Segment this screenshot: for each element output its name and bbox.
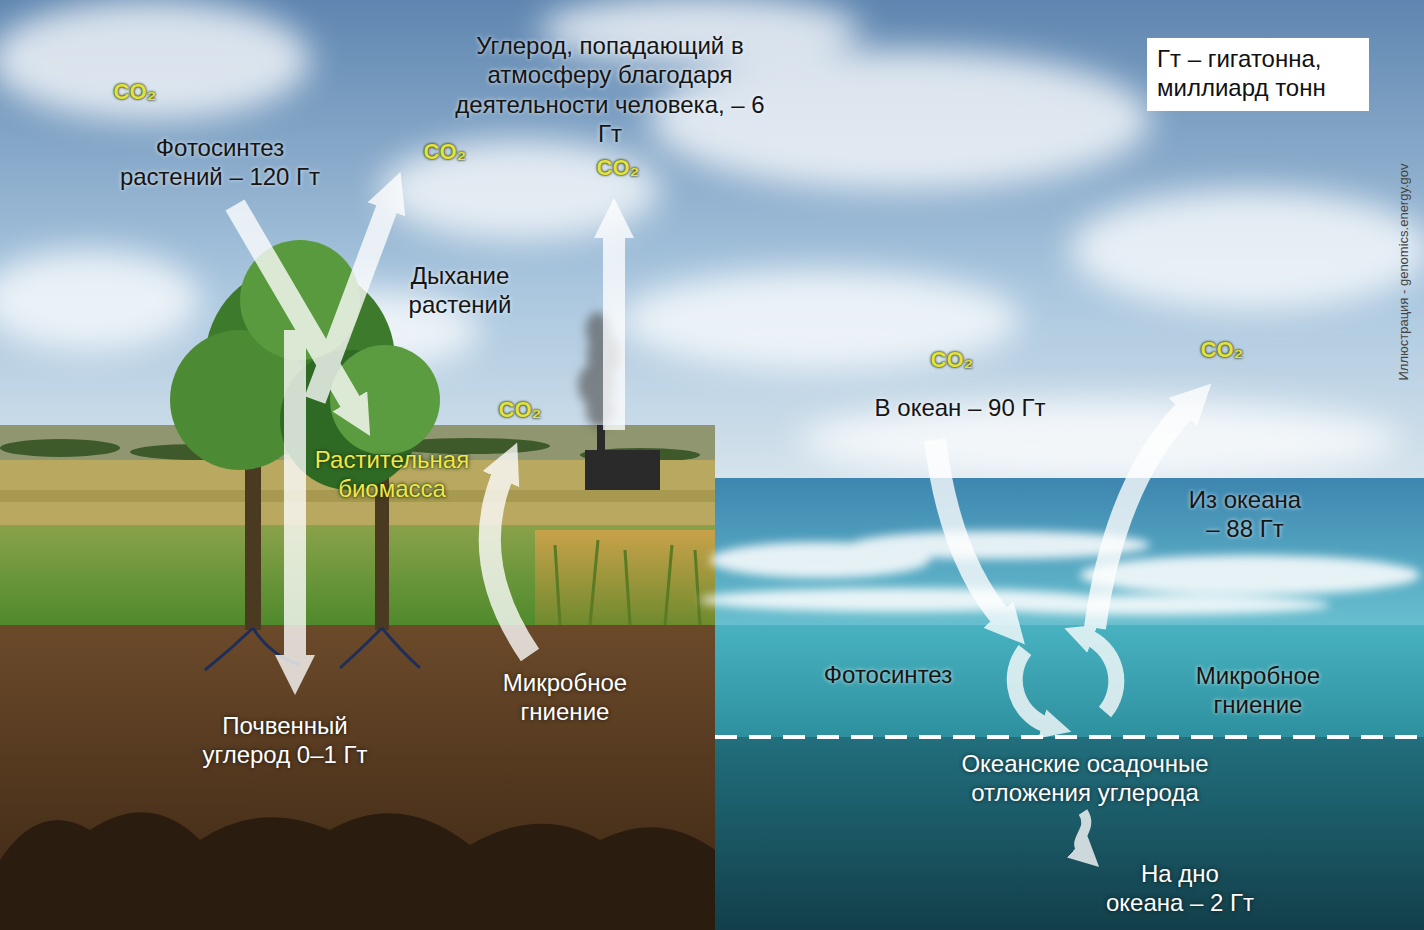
flow-label: Углерод, попадающий в атмосферу благодар… [455,31,765,148]
co2-label: CO₂ [114,79,157,106]
co2-label: CO₂ [931,347,974,374]
credit-watermark: Иллюстрация - genomics.energy.gov [1396,163,1412,380]
unit-note-box: Гт – гигатонна, миллиард тонн [1147,38,1369,111]
flow-label: Из океана – 88 Гт [1180,485,1310,544]
flow-label: Океанские осадочные отложения углерода [935,749,1235,808]
flow-label: В океан – 90 Гт [850,393,1070,422]
flow-label: На дно океана – 2 Гт [1100,859,1260,918]
flow-label: Дыхание растений [398,261,523,320]
note-text: Гт – гигатонна, миллиард тонн [1157,44,1357,103]
co2-label: CO₂ [499,397,542,424]
reservoir-label: Растительная биомасса [312,445,472,504]
co2-label: CO₂ [1201,337,1244,364]
flow-label: Фотосинтез [813,660,963,689]
flow-label: Микробное гниение [1183,661,1333,720]
flow-label: Фотосинтез растений – 120 Гт [115,133,325,192]
co2-label: CO₂ [424,139,467,166]
flow-label: Микробное гниение [490,668,640,727]
flow-label: Почвенный углерод 0–1 Гт [185,711,385,770]
co2-label: CO₂ [597,155,640,182]
